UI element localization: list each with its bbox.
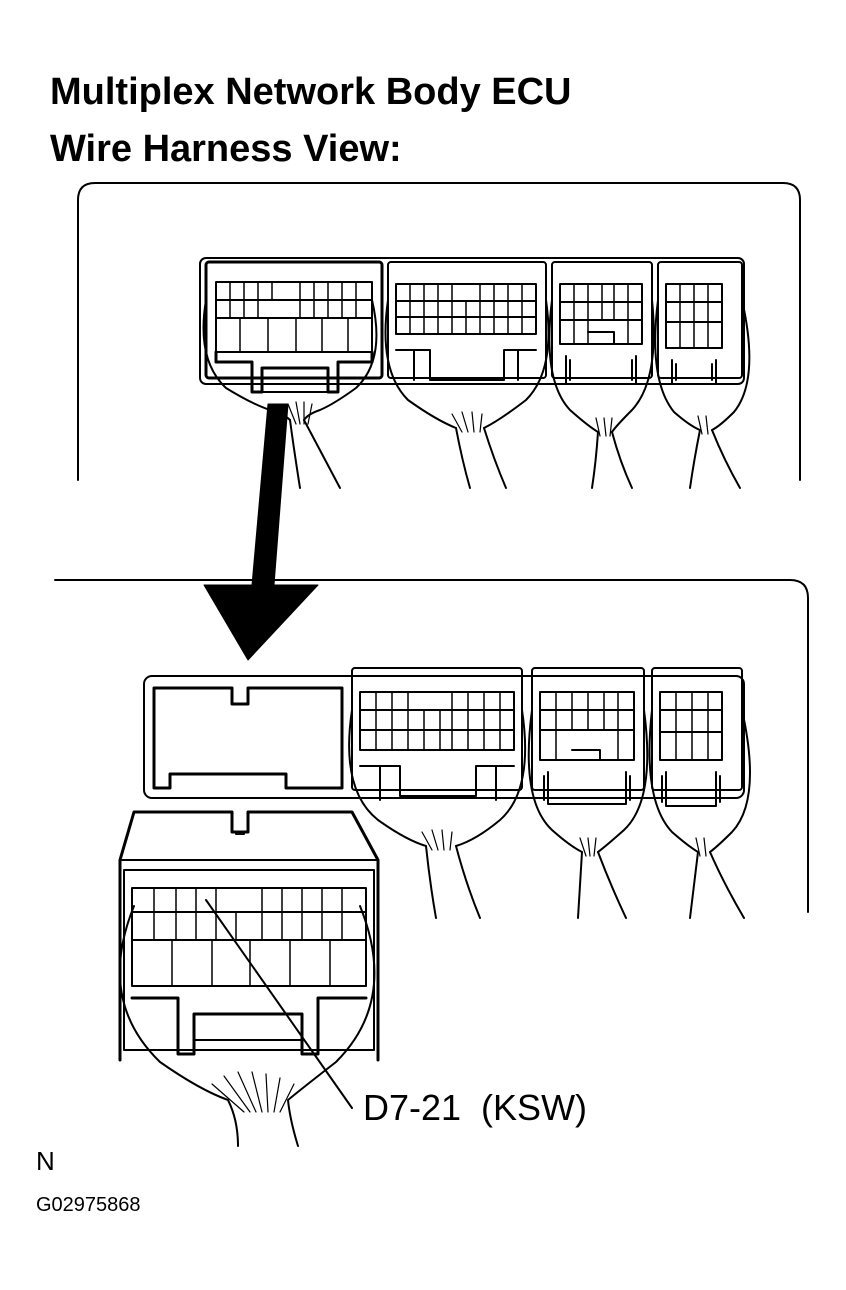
top-panel bbox=[77, 182, 801, 489]
title-line-1: Multiplex Network Body ECU bbox=[50, 71, 572, 113]
title-line-2: Wire Harness View: bbox=[50, 128, 402, 170]
bottom-connector-c bbox=[527, 667, 649, 919]
detached-connector bbox=[118, 810, 380, 1147]
view-mark: N bbox=[36, 1146, 55, 1176]
terminal-callout-label: D7-21 (KSW) bbox=[363, 1087, 588, 1128]
bottom-connector-d bbox=[648, 667, 751, 919]
arrow-down-icon bbox=[203, 403, 319, 661]
empty-socket bbox=[152, 686, 344, 790]
bottom-connector-b bbox=[348, 667, 527, 919]
top-connector-c bbox=[548, 261, 655, 489]
top-connector-d bbox=[654, 261, 751, 489]
bottom-panel bbox=[54, 579, 809, 1147]
figure-id: G02975868 bbox=[36, 1194, 141, 1216]
top-connector-a bbox=[202, 260, 384, 489]
callout-leader bbox=[205, 899, 353, 1109]
top-connector-b bbox=[384, 261, 550, 489]
